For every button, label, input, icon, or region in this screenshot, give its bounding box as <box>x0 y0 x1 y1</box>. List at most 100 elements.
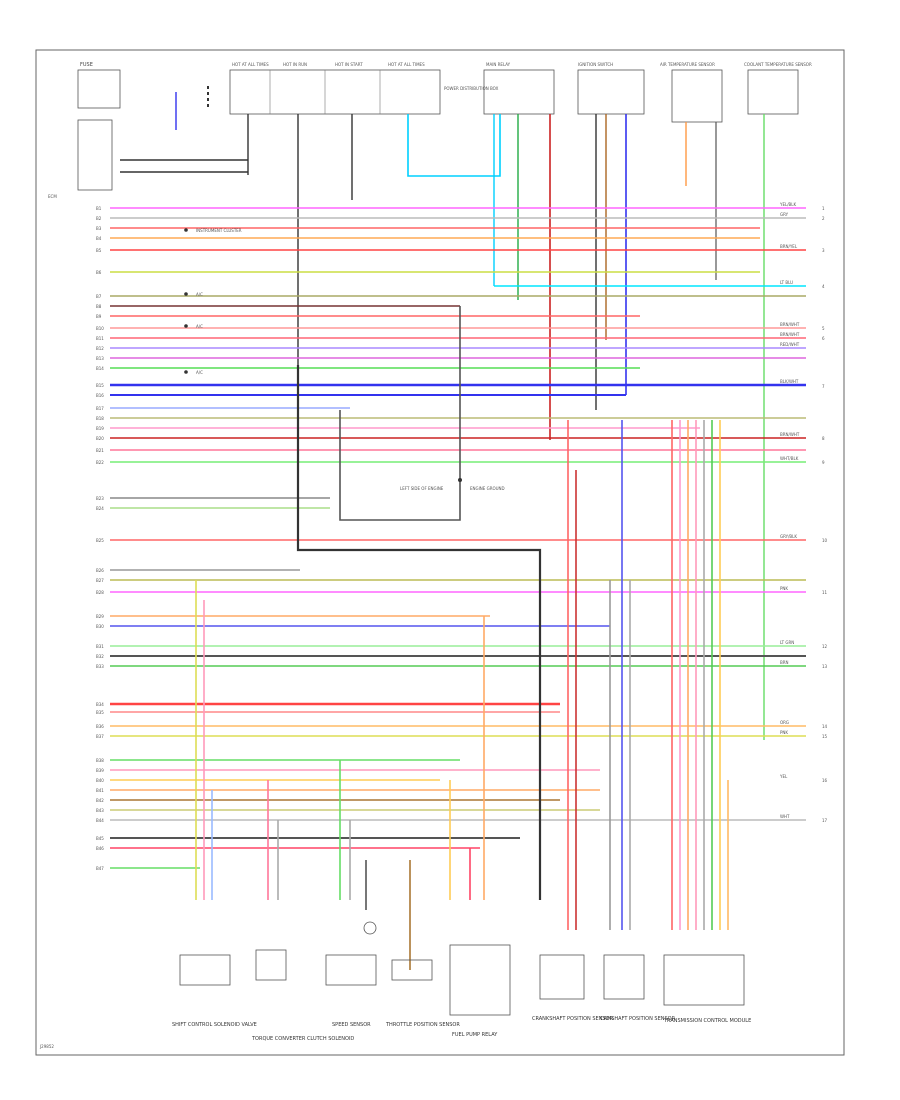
svg-text:B28: B28 <box>96 590 104 595</box>
crank-sensor-label: CRANKSHAFT POSITION SENSOR <box>532 1016 614 1022</box>
svg-text:B19: B19 <box>96 426 104 431</box>
bottom-components: SHIFT CONTROL SOLENOID VALVE TORQUE CONV… <box>39 921 751 1049</box>
svg-text:B9: B9 <box>96 314 102 319</box>
svg-text:B32: B32 <box>96 654 104 659</box>
svg-text:BRN: BRN <box>780 660 789 665</box>
fuel-pump-relay-label: FUEL PUMP RELAY <box>452 1032 498 1038</box>
svg-text:A/C: A/C <box>196 370 203 375</box>
diagram-frame <box>35 49 845 1056</box>
hot-in-start-label: HOT IN START <box>335 62 363 67</box>
fuse-label: FUSE <box>80 62 93 68</box>
svg-text:B27: B27 <box>96 578 104 583</box>
svg-text:WHT: WHT <box>780 814 790 819</box>
svg-text:B25: B25 <box>96 538 104 543</box>
svg-text:9: 9 <box>822 460 825 465</box>
svg-text:GRY/BLK: GRY/BLK <box>780 534 797 539</box>
svg-text:B16: B16 <box>96 393 104 398</box>
svg-text:10: 10 <box>822 538 828 543</box>
svg-text:16: 16 <box>822 778 828 783</box>
svg-text:YEL: YEL <box>779 774 788 779</box>
svg-text:BRN/WHT: BRN/WHT <box>780 322 800 327</box>
svg-text:B20: B20 <box>96 436 104 441</box>
svg-text:B31: B31 <box>96 644 104 649</box>
svg-text:BRN/YEL: BRN/YEL <box>780 244 798 249</box>
svg-text:A/C: A/C <box>196 292 203 297</box>
svg-text:B21: B21 <box>96 448 104 453</box>
svg-text:B42: B42 <box>96 798 104 803</box>
svg-text:1: 1 <box>822 206 825 211</box>
svg-text:B6: B6 <box>96 270 102 275</box>
right-wire-labels: YEL/BLK GRY BRN/YEL LT BLU BRN/WHT BRN/W… <box>779 202 828 823</box>
svg-text:B26: B26 <box>96 568 104 573</box>
svg-text:PNK: PNK <box>780 586 788 591</box>
svg-text:B47: B47 <box>96 866 104 871</box>
svg-text:B3: B3 <box>96 226 102 231</box>
svg-text:B41: B41 <box>96 788 104 793</box>
svg-text:B12: B12 <box>96 346 104 351</box>
svg-text:B46: B46 <box>96 846 104 851</box>
svg-text:B11: B11 <box>96 336 104 341</box>
svg-text:B30: B30 <box>96 624 104 629</box>
ignition-switch-label: IGNITION SWITCH <box>578 62 613 67</box>
svg-text:15: 15 <box>822 734 828 739</box>
tcm-label: TRANSMISSION CONTROL MODULE <box>663 1018 751 1024</box>
svg-text:RED/WHT: RED/WHT <box>780 342 800 347</box>
svg-text:LT BLU: LT BLU <box>780 280 793 285</box>
ecm-label: ECM <box>48 194 57 199</box>
svg-text:B10: B10 <box>96 326 104 331</box>
svg-text:8: 8 <box>822 436 825 441</box>
svg-text:B35: B35 <box>96 710 104 715</box>
svg-text:A/C: A/C <box>196 324 203 329</box>
svg-text:B23: B23 <box>96 496 104 501</box>
svg-text:5: 5 <box>822 326 825 331</box>
svg-text:3: 3 <box>822 248 825 253</box>
svg-text:B8: B8 <box>96 304 102 309</box>
svg-text:B38: B38 <box>96 758 104 763</box>
svg-text:17: 17 <box>822 818 828 823</box>
svg-text:B13: B13 <box>96 356 104 361</box>
svg-text:ORG: ORG <box>780 720 789 725</box>
top-components: FUSE HOT AT ALL TIMES HOT IN RUN HOT IN … <box>77 62 812 740</box>
hot-in-run-label: HOT IN RUN <box>283 62 307 67</box>
svg-text:YEL/BLK: YEL/BLK <box>779 202 797 207</box>
air-temp-sensor-label: AIR TEMPERATURE SENSOR <box>660 62 715 67</box>
tps-label: THROTTLE POSITION SENSOR <box>385 1022 460 1028</box>
horizontal-wires <box>110 207 806 869</box>
mid-labels: INSTRUMENT CLUSTER A/C A/C A/C LEFT SIDE… <box>184 228 505 491</box>
svg-text:B4: B4 <box>96 236 102 241</box>
main-relay-label: MAIN RELAY <box>486 62 511 67</box>
svg-text:13: 13 <box>822 664 828 669</box>
svg-text:B22: B22 <box>96 460 104 465</box>
svg-text:B43: B43 <box>96 808 104 813</box>
svg-text:B39: B39 <box>96 768 104 773</box>
svg-text:B1: B1 <box>96 206 102 211</box>
svg-text:12: 12 <box>822 644 828 649</box>
svg-text:B29: B29 <box>96 614 104 619</box>
svg-text:4: 4 <box>822 284 825 289</box>
coolant-temp-sensor-label: COOLANT TEMPERATURE SENSOR <box>744 62 812 67</box>
speed-sensor-label: SPEED SENSOR <box>332 1022 371 1028</box>
tcc-solenoid-label: TORQUE CONVERTER CLUTCH SOLENOID <box>251 1036 354 1042</box>
svg-text:11: 11 <box>822 590 828 595</box>
svg-text:B34: B34 <box>96 702 104 707</box>
shift-solenoid-label: SHIFT CONTROL SOLENOID VALVE <box>172 1022 257 1028</box>
svg-text:PNK: PNK <box>780 730 788 735</box>
svg-text:2: 2 <box>822 216 825 221</box>
svg-text:WHT/BLK: WHT/BLK <box>780 456 799 461</box>
svg-text:B15: B15 <box>96 383 104 388</box>
svg-text:BLK/WHT: BLK/WHT <box>780 379 799 384</box>
svg-text:BRN/WHT: BRN/WHT <box>780 432 800 437</box>
power-distribution-label: POWER DISTRIBUTION BOX <box>444 86 499 91</box>
svg-text:LEFT SIDE OF ENGINE: LEFT SIDE OF ENGINE <box>400 486 444 491</box>
svg-text:14: 14 <box>822 724 828 729</box>
svg-text:B2: B2 <box>96 216 102 221</box>
cam-sensor-label: CAMSHAFT POSITION SENSOR <box>600 1016 676 1022</box>
svg-text:B45: B45 <box>96 836 104 841</box>
svg-text:B18: B18 <box>96 416 104 421</box>
svg-text:B33: B33 <box>96 664 104 669</box>
svg-text:6: 6 <box>822 336 825 341</box>
svg-text:INSTRUMENT CLUSTER: INSTRUMENT CLUSTER <box>196 228 242 233</box>
svg-text:7: 7 <box>822 384 825 389</box>
svg-text:B5: B5 <box>96 248 102 253</box>
